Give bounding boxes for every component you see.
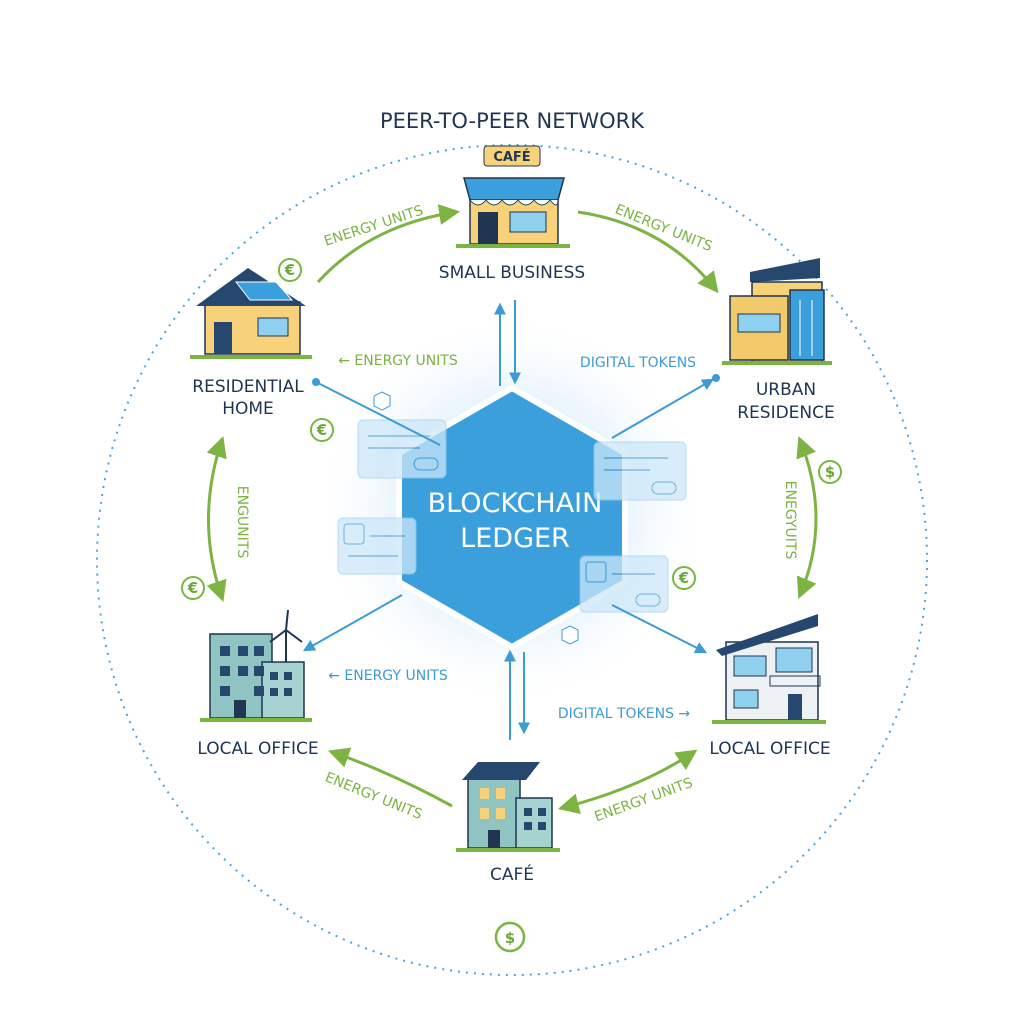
center-label-line2: LEDGER (460, 523, 570, 554)
node-label-cafe-bottom: CAFÉ (490, 863, 534, 885)
energy-arrow-top-left (316, 204, 461, 284)
energy-arrow-left-side (206, 436, 227, 602)
node-label-residential-line1: RESIDENTIAL (192, 377, 304, 397)
energy-arrow-bottom-left (328, 747, 453, 808)
flow-label-top-left: ENERGY UNITS (322, 203, 425, 250)
svg-text:$: $ (825, 463, 835, 481)
urban-residence-icon (722, 258, 832, 365)
flow-arrow-upper-right (611, 378, 715, 439)
center-label-line1: BLOCKCHAIN (428, 488, 603, 519)
flow-arrow-lower-right (611, 604, 708, 654)
flow-label-bottom-right: ENERGY UNITS (592, 775, 695, 825)
energy-arrow-bottom-right (557, 749, 698, 814)
ledger-card (593, 441, 687, 501)
flow-label-inner-lower-left: ← ENERGY UNITS (328, 668, 448, 684)
ledger-card (579, 555, 669, 613)
cafe-sign: CAFÉ (493, 149, 530, 165)
flow-arrow-lower-left (302, 594, 403, 652)
svg-text:$: $ (505, 929, 515, 947)
flow-label-inner-lower-right: DIGITAL TOKENS → (558, 706, 691, 722)
small-business-building-icon: CAFÉ (456, 145, 570, 248)
network-ring (96, 144, 928, 976)
flow-label-top-right: ENERGY UNITS (613, 202, 715, 256)
energy-arrow-right-side (796, 436, 818, 599)
flow-label-bottom-left: ENERGY UNITS (323, 770, 425, 824)
ledger-card (357, 419, 447, 479)
network-title: PEER-TO-PEER NETWORK (380, 109, 645, 133)
local-office-left-icon (200, 609, 312, 722)
dollar-coin-icon: $ (486, 913, 534, 961)
flow-line-upper-left (315, 381, 441, 446)
svg-text:€: € (678, 569, 689, 587)
euro-coin-icon: € (175, 570, 211, 606)
euro-coin-icon: € (666, 560, 702, 596)
residential-home-icon (190, 268, 312, 359)
cafe-building-icon (456, 762, 560, 852)
flow-node-dot (712, 374, 720, 382)
node-label-residential-line2: HOME (222, 399, 274, 419)
flow-label-inner-upper-left: ← ENERGY UNITS (338, 353, 458, 369)
energy-arrow-top-right (577, 210, 719, 294)
hex-token-icon (561, 625, 579, 645)
flow-node-dot (312, 378, 320, 386)
flow-label-right-side: ENEGYUITS (782, 481, 798, 560)
svg-text:€: € (187, 579, 198, 597)
flow-label-inner-upper-right: DIGITAL TOKENS (580, 355, 696, 371)
ledger-card (337, 517, 417, 575)
euro-coin-icon: € (272, 252, 308, 288)
svg-text:€: € (284, 261, 295, 279)
node-label-urban-line2: RESIDENCE (737, 403, 835, 423)
local-office-right-icon (712, 614, 826, 724)
node-label-local-office-left: LOCAL OFFICE (197, 739, 318, 759)
hex-token-icon (373, 391, 391, 411)
svg-text:€: € (316, 421, 327, 439)
euro-coin-icon: € (304, 412, 340, 448)
dollar-coin-icon: $ (812, 454, 848, 490)
node-label-urban-line1: URBAN (756, 380, 816, 400)
node-label-small-business: SMALL BUSINESS (439, 263, 585, 283)
node-label-local-office-right: LOCAL OFFICE (709, 739, 830, 759)
flow-label-left-side: ENGUNITS (234, 486, 250, 559)
